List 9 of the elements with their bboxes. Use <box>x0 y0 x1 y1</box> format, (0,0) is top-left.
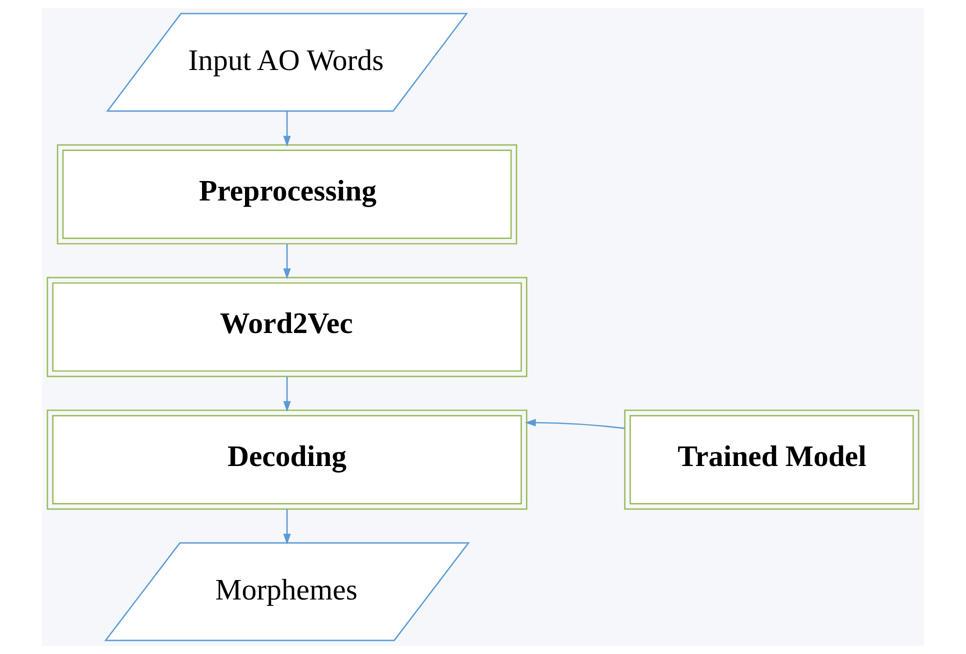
node-box: Word2Vec <box>46 276 528 378</box>
node-box: Preprocessing <box>56 144 518 244</box>
node-box: Trained Model <box>624 410 920 510</box>
node-box: Decoding <box>46 410 528 510</box>
arrow <box>524 418 625 429</box>
arrow <box>283 509 291 545</box>
arrow <box>283 244 291 280</box>
arrow <box>283 376 291 412</box>
arrow <box>283 111 291 147</box>
